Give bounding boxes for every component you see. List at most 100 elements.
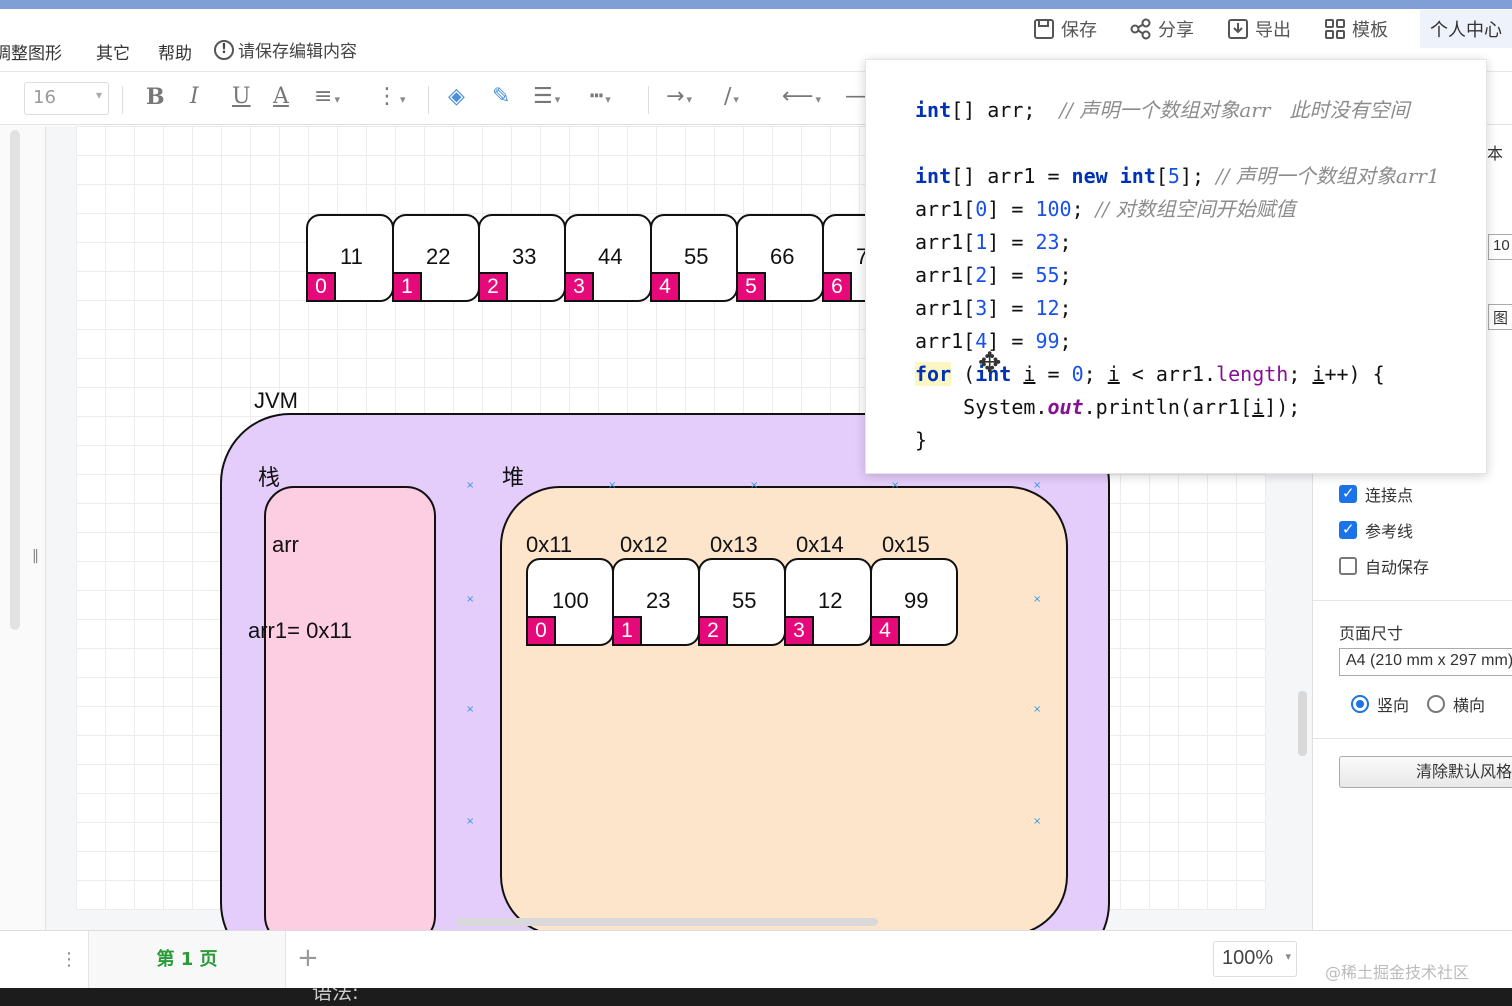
menu-other[interactable]: 其它	[96, 44, 130, 64]
export-icon	[1228, 19, 1248, 39]
window-top-strip	[0, 0, 1512, 9]
align-icon[interactable]: ≡▾	[314, 84, 340, 109]
underline-icon[interactable]: U	[232, 84, 251, 109]
code-comment: // 声明一个数组对象arr1	[1216, 164, 1440, 188]
heap-array-cell[interactable]: 12 3	[784, 558, 872, 646]
move-cursor-icon: ✥	[978, 346, 1002, 379]
selection-handle[interactable]: ×	[466, 816, 475, 827]
array-cell[interactable]: 22 1	[392, 214, 480, 302]
index-badge: 2	[478, 272, 508, 302]
panel-peek-input[interactable]: 10	[1488, 234, 1512, 260]
radio-landscape[interactable]: 横向	[1427, 692, 1485, 716]
code-value: 23	[1035, 230, 1060, 254]
heap-address: 0x15	[882, 532, 930, 557]
panel-peek-button[interactable]: 图	[1488, 304, 1512, 330]
heap-array-cell[interactable]: 55 2	[698, 558, 786, 646]
array-cell[interactable]: 11 0	[306, 214, 394, 302]
panel-peek-text: 本	[1487, 144, 1504, 163]
code-comment: // 声明一个数组对象arr 此时没有空间	[1059, 98, 1410, 122]
selection-handle[interactable]: ×	[466, 704, 475, 715]
cell-value: 22	[426, 244, 451, 269]
drawing-page[interactable]: 11 0 22 1 33 2 44 3 55 4 66 5 7 6 JVM	[76, 126, 1266, 930]
selection-handle[interactable]: ×	[466, 594, 475, 605]
code-line: int[] arr; // 声明一个数组对象arr 此时没有空间	[915, 98, 1410, 122]
bold-icon[interactable]: B	[146, 84, 165, 110]
share-icon	[1130, 18, 1151, 40]
heap-container[interactable]	[500, 486, 1068, 930]
panel-resize-handle[interactable]: ‖	[32, 548, 39, 564]
selection-handle[interactable]: ×	[891, 480, 900, 491]
font-color-icon[interactable]: A	[273, 84, 289, 109]
page-tab-1[interactable]: 第 1 页	[88, 931, 286, 989]
connector-icon[interactable]: →▾	[666, 84, 692, 109]
share-button[interactable]: 分享	[1129, 16, 1194, 42]
user-center-button[interactable]: 个人中心	[1420, 10, 1512, 48]
code-line: arr1[1] = 23;	[915, 230, 1072, 254]
code-block: int[] arr; // 声明一个数组对象arr 此时没有空间 int[] a…	[915, 94, 1440, 457]
checkbox-connection-points[interactable]: 连接点	[1339, 482, 1413, 506]
selection-handle[interactable]: ×	[1033, 816, 1042, 827]
stack-label: 栈	[258, 465, 281, 490]
checkbox-autosave[interactable]: 自动保存	[1339, 554, 1429, 578]
fill-color-icon[interactable]: ◈	[448, 84, 465, 109]
selection-handle[interactable]: ×	[750, 480, 759, 491]
selection-handle[interactable]: ×	[466, 480, 475, 491]
selection-handle[interactable]: ×	[608, 480, 617, 491]
radio-selected[interactable]	[1351, 695, 1369, 713]
arrow-start-icon[interactable]: ⟵▾	[782, 84, 822, 109]
add-page-button[interactable]: +	[297, 943, 319, 973]
spacing-icon[interactable]: ⋮▾	[376, 84, 406, 109]
heap-array-cell[interactable]: 99 4	[870, 558, 958, 646]
page-tabs-bar: ⋮ 第 1 页 + 100% @稀土掘金技术社区	[0, 930, 1512, 989]
line-style-icon[interactable]: ∕▾	[724, 84, 739, 109]
left-panel	[0, 126, 46, 930]
left-scrollbar[interactable]	[10, 130, 20, 630]
checkbox-unchecked[interactable]	[1339, 557, 1357, 575]
code-popup[interactable]: int[] arr; // 声明一个数组对象arr 此时没有空间 int[] a…	[865, 59, 1487, 474]
line-dash-icon[interactable]: ┅▾	[590, 84, 611, 109]
radio-unselected[interactable]	[1427, 695, 1445, 713]
menu-adjust-shape[interactable]: 调整图形	[0, 44, 62, 64]
code-value: 55	[1035, 263, 1060, 287]
heap-array-cell[interactable]: 100 0	[526, 558, 614, 646]
horizontal-scrollbar[interactable]	[456, 918, 878, 926]
menu-help[interactable]: 帮助	[158, 44, 192, 64]
cell-value: 33	[512, 244, 537, 269]
array-cell[interactable]: 44 3	[564, 214, 652, 302]
font-size-select[interactable]: 16	[24, 82, 109, 115]
index-badge: 3	[564, 272, 594, 302]
code-line: }	[915, 428, 928, 452]
vertical-scrollbar[interactable]	[1298, 691, 1307, 756]
save-button[interactable]: 保存	[1032, 16, 1097, 42]
export-button[interactable]: 导出	[1226, 16, 1291, 42]
italic-icon[interactable]: I	[190, 84, 199, 109]
menu-bar: 调整图形 其它 帮助 ! 请保存编辑内容	[0, 9, 1512, 71]
drawing-canvas[interactable]: 11 0 22 1 33 2 44 3 55 4 66 5 7 6 JVM	[46, 126, 1312, 930]
clear-default-style-button[interactable]: 清除默认风格	[1339, 756, 1512, 788]
radio-portrait[interactable]: 竖向	[1351, 692, 1409, 716]
selection-handle[interactable]: ×	[1033, 480, 1042, 491]
selection-handle[interactable]: ×	[1033, 704, 1042, 715]
template-button[interactable]: 模板	[1323, 16, 1388, 42]
line-color-icon[interactable]: ✎	[492, 84, 511, 109]
bottom-strip: 语法:	[0, 988, 1512, 1006]
line-width-icon[interactable]: ☰▾	[533, 84, 561, 109]
save-hint-text: 请保存编辑内容	[238, 42, 357, 62]
more-options-icon[interactable]: ⋮	[60, 949, 78, 970]
stack-container[interactable]	[264, 486, 436, 930]
heap-label: 堆	[502, 465, 525, 490]
checkbox-checked[interactable]	[1339, 484, 1357, 503]
export-label: 导出	[1255, 20, 1291, 41]
zoom-select[interactable]: 100%	[1213, 941, 1297, 977]
arrow-end-icon[interactable]: —	[845, 84, 867, 109]
checkbox-checked[interactable]	[1339, 520, 1357, 539]
checkbox-guides[interactable]: 参考线	[1339, 518, 1413, 542]
page-size-select[interactable]: A4 (210 mm x 297 mm)	[1339, 648, 1512, 676]
heap-array-cell[interactable]: 23 1	[612, 558, 700, 646]
template-label: 模板	[1352, 20, 1388, 41]
index-badge: 1	[392, 272, 422, 302]
array-cell[interactable]: 55 4	[650, 214, 738, 302]
array-cell[interactable]: 33 2	[478, 214, 566, 302]
selection-handle[interactable]: ×	[1033, 594, 1042, 605]
array-cell[interactable]: 66 5	[736, 214, 824, 302]
